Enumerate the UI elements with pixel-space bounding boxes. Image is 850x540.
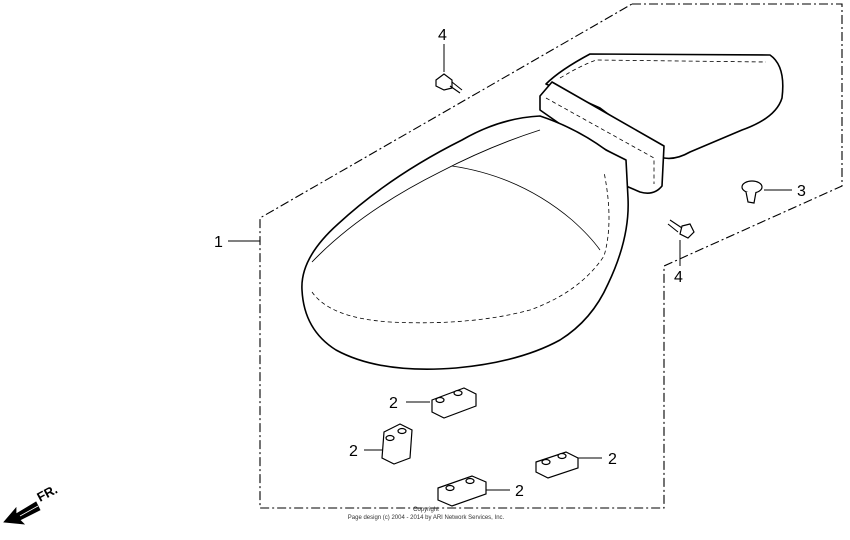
rider-seat — [301, 115, 629, 370]
copyright-footer: Page design (c) 2004 - 2014 by ARI Netwo… — [348, 515, 505, 521]
copyright-line: Copyright — [413, 507, 439, 513]
callout-bracket: 2 — [515, 483, 524, 500]
bolt-icon[interactable] — [667, 219, 695, 266]
seat-strap-seam — [545, 97, 655, 184]
rider-seat-edge — [311, 129, 541, 263]
arrow-left-down-icon — [3, 501, 41, 525]
callout-bolt: 4 — [438, 27, 447, 44]
rider-seat-crease — [451, 165, 601, 251]
pillion-pad — [545, 53, 784, 160]
bracket-icon[interactable] — [364, 423, 413, 465]
callout-knob: 3 — [797, 183, 806, 200]
knob-icon[interactable] — [741, 180, 792, 204]
assembly-frame — [259, 3, 843, 509]
bolt-icon[interactable] — [435, 44, 463, 94]
bracket-icon[interactable] — [406, 387, 477, 419]
rider-seat-seam — [311, 171, 610, 324]
pillion-pad-seam — [559, 59, 767, 79]
callout-bolt: 4 — [674, 269, 683, 286]
callout-bracket: 2 — [608, 451, 617, 468]
callout-bracket: 2 — [349, 443, 358, 460]
front-direction-label: FR. — [34, 482, 60, 505]
bracket-icon[interactable] — [437, 475, 510, 507]
motorcycle-seat-icon[interactable] — [301, 53, 784, 370]
callout-bracket: 2 — [389, 395, 398, 412]
bracket-icon[interactable] — [535, 451, 602, 479]
callout-seat: 1 — [214, 234, 223, 251]
